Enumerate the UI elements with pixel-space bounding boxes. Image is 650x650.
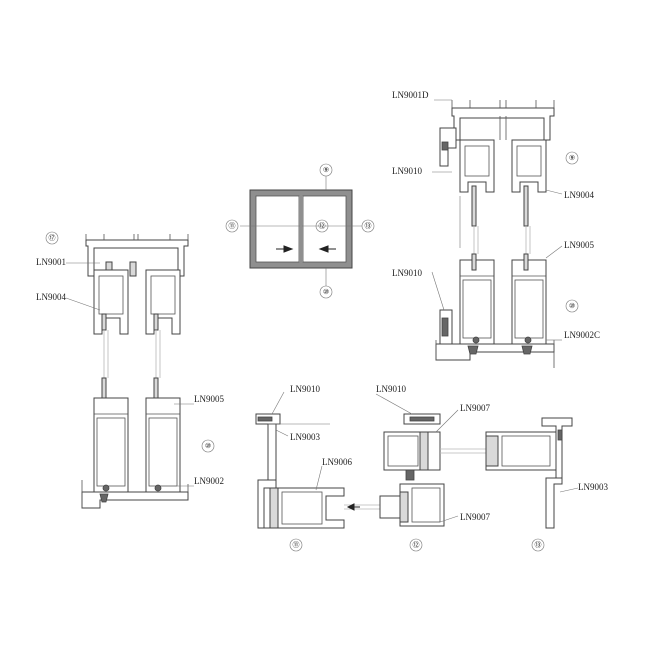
marker-key-top: ⑨ bbox=[319, 163, 333, 177]
marker-bottom-right: ⑬ bbox=[531, 538, 545, 552]
svg-text:⑫: ⑫ bbox=[413, 541, 420, 549]
label-left-top-frame: LN9001 bbox=[36, 257, 66, 267]
marker-right-upper: ⑨ bbox=[565, 151, 579, 165]
svg-text:⑫: ⑫ bbox=[319, 222, 326, 230]
key-mullion bbox=[299, 196, 303, 262]
label-right-sash-bottom: LN9005 bbox=[564, 240, 594, 250]
key-elevation bbox=[240, 176, 362, 286]
label-bottom-side-sash: LN9006 bbox=[322, 457, 352, 467]
svg-text:⑨: ⑨ bbox=[323, 166, 329, 174]
svg-text:⑰: ⑰ bbox=[49, 234, 56, 242]
svg-text:⑬: ⑬ bbox=[535, 541, 542, 549]
label-bottom-interlock-top: LN9007 bbox=[460, 403, 490, 413]
key-arrow-right bbox=[276, 245, 294, 253]
marker-key-bottom: ⑩ bbox=[319, 285, 333, 299]
bottom-horizontal-sections bbox=[255, 391, 579, 529]
label-bottom-side-frame-right: LN9003 bbox=[578, 482, 608, 492]
svg-text:⑩: ⑩ bbox=[323, 288, 329, 296]
key-left-pane bbox=[255, 195, 300, 263]
svg-text:⑪: ⑪ bbox=[229, 222, 236, 230]
seal-arrow-left bbox=[346, 503, 360, 511]
svg-text:⑩: ⑩ bbox=[205, 442, 211, 450]
label-left-sash-bottom: LN9005 bbox=[194, 394, 224, 404]
svg-text:⑬: ⑬ bbox=[365, 222, 372, 230]
svg-text:⑩: ⑩ bbox=[569, 302, 575, 310]
label-right-sash-top: LN9004 bbox=[564, 190, 594, 200]
label-bottom-interlock-bottom: LN9007 bbox=[460, 512, 490, 522]
marker-key-center: ⑫ bbox=[315, 219, 329, 233]
svg-text:⑨: ⑨ bbox=[569, 154, 575, 162]
label-right-top-frame: LN9001D bbox=[392, 90, 429, 100]
label-bottom-side-frame-left: LN9003 bbox=[290, 432, 320, 442]
key-arrow-left bbox=[318, 245, 336, 253]
marker-bottom-left: ⑪ bbox=[289, 538, 303, 552]
label-left-sash-top: LN9004 bbox=[36, 292, 66, 302]
marker-left-lower: ⑩ bbox=[201, 439, 215, 453]
marker-key-right: ⑬ bbox=[361, 219, 375, 233]
marker-left-section: ⑰ bbox=[45, 231, 59, 245]
label-left-bottom-frame: LN9002 bbox=[194, 476, 224, 486]
marker-right-lower: ⑩ bbox=[565, 299, 579, 313]
svg-text:⑪: ⑪ bbox=[293, 541, 300, 549]
label-bottom-cover-mid: LN9010 bbox=[376, 384, 406, 394]
label-right-cover-top: LN9010 bbox=[392, 166, 422, 176]
label-bottom-cover-left: LN9010 bbox=[290, 384, 320, 394]
left-vertical-section bbox=[65, 234, 194, 509]
marker-bottom-mid: ⑫ bbox=[409, 538, 423, 552]
marker-key-left: ⑪ bbox=[225, 219, 239, 233]
label-right-bottom-frame: LN9002C bbox=[564, 330, 600, 340]
label-right-cover-bottom: LN9010 bbox=[392, 268, 422, 278]
right-vertical-section bbox=[431, 99, 563, 368]
